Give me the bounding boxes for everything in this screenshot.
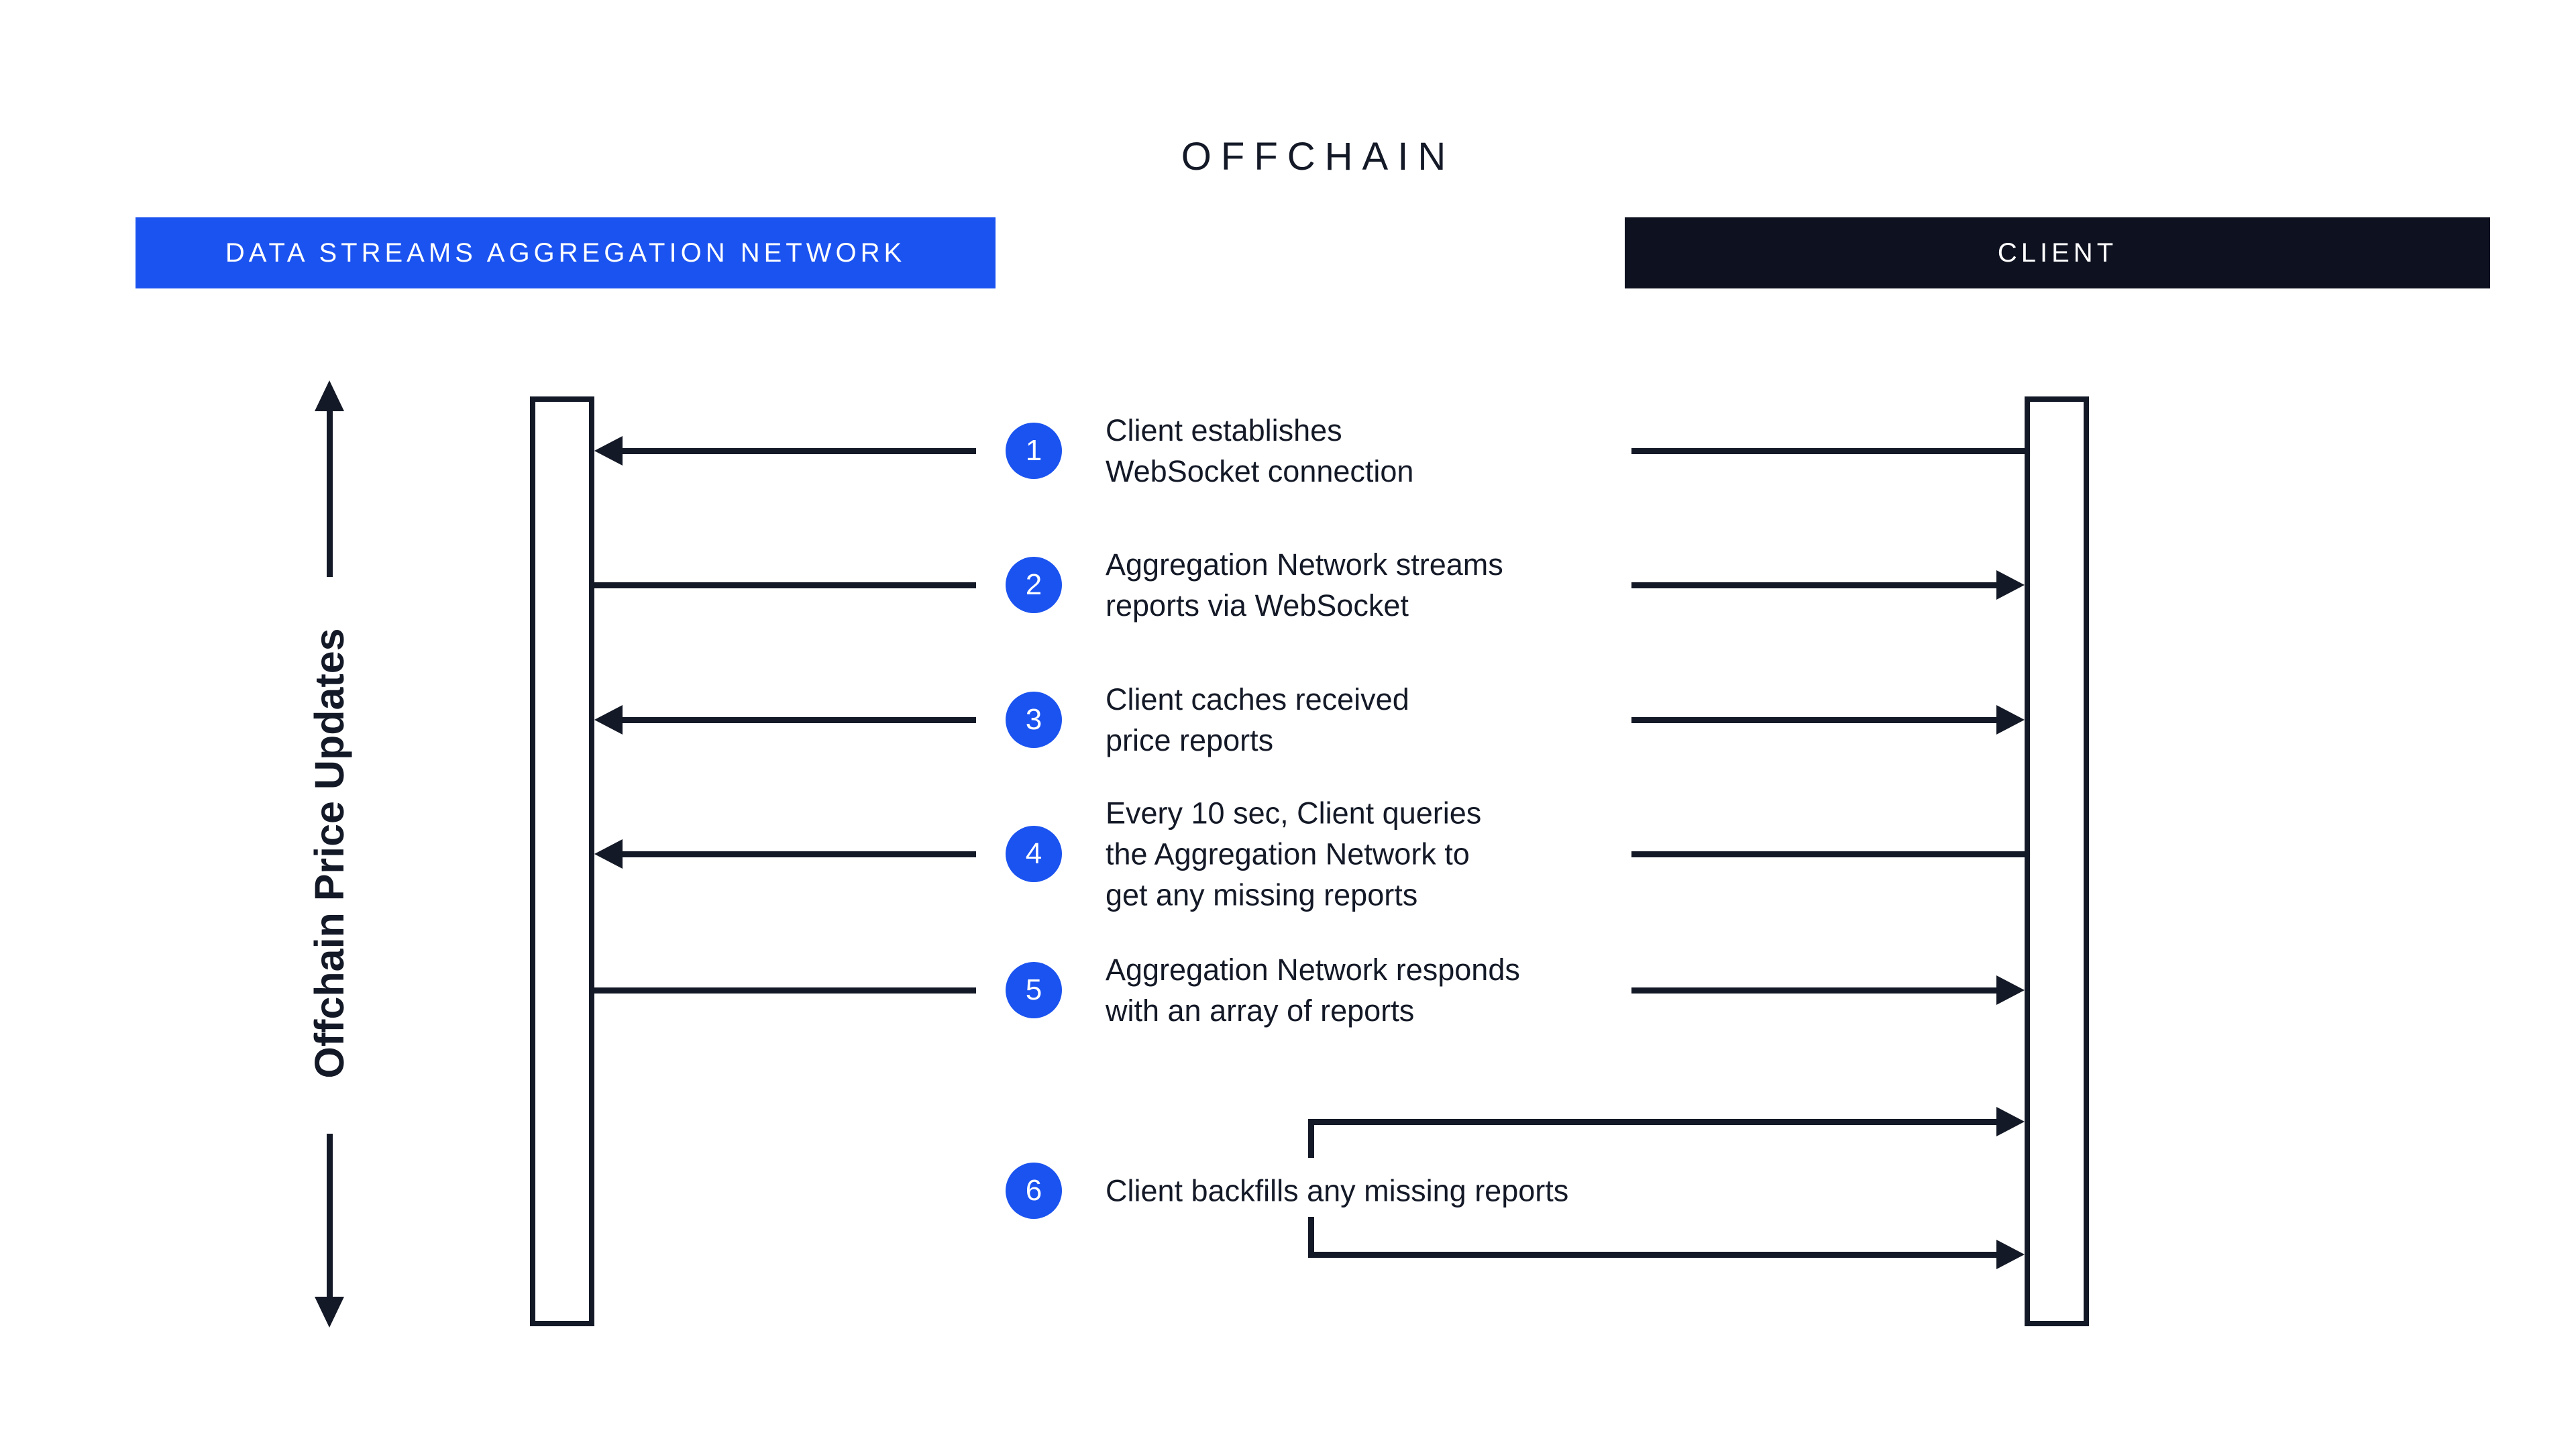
step-number-badge: 3 — [1006, 692, 1062, 748]
step-description-line: Every 10 sec, Client queries — [1106, 796, 1482, 830]
axis-arrow-down-icon — [315, 1297, 344, 1328]
step-description-line: price reports — [1106, 723, 1274, 757]
message-line-from-client — [1631, 851, 2025, 857]
message-line-to-client — [1631, 717, 1996, 723]
step-description: Client caches received price reports — [1106, 679, 1409, 761]
arrowhead-right-icon — [1996, 1107, 2025, 1136]
message-line-to-network — [617, 851, 976, 857]
step-description-line: with an array of reports — [1106, 994, 1415, 1028]
arrowhead-right-icon — [1996, 570, 2025, 600]
step-description: Aggregation Network streams reports via … — [1106, 544, 1503, 626]
step-number-badge: 4 — [1006, 826, 1062, 882]
loop-stub-bottom — [1308, 1217, 1314, 1254]
message-line-to-network — [617, 717, 976, 723]
message-line-loop-bottom — [1308, 1252, 1996, 1258]
step-description: Every 10 sec, Client queries the Aggrega… — [1106, 793, 1481, 916]
step-number-badge: 5 — [1006, 962, 1062, 1018]
axis-arrow-up-icon — [315, 380, 344, 411]
message-line-to-network — [617, 448, 976, 454]
step-description: Client backfills any missing reports — [1106, 1171, 1568, 1212]
message-line-from-network — [594, 987, 976, 994]
step-description-line: the Aggregation Network to — [1106, 837, 1470, 871]
arrowhead-right-icon — [1996, 1240, 2025, 1269]
step-description: Aggregation Network responds with an arr… — [1106, 949, 1520, 1031]
step-description-line: Aggregation Network responds — [1106, 953, 1520, 987]
arrowhead-right-icon — [1996, 705, 2025, 735]
message-line-to-client — [1631, 582, 1996, 588]
axis-arrow-down-shaft — [327, 1134, 333, 1298]
lifeline-client — [2025, 396, 2089, 1326]
loop-stub-top — [1308, 1119, 1314, 1158]
message-line-from-client — [1631, 448, 2025, 454]
step-description-line: get any missing reports — [1106, 877, 1418, 912]
message-line-to-client — [1631, 987, 1996, 994]
step-description-line: Aggregation Network streams — [1106, 547, 1503, 582]
actor-bar-aggregation-network: DATA STREAMS AGGREGATION NETWORK — [136, 217, 996, 288]
step-description: Client establishes WebSocket connection — [1106, 410, 1413, 492]
step-number-badge: 1 — [1006, 423, 1062, 479]
step-description-line: Client backfills any missing reports — [1106, 1173, 1569, 1208]
step-description-line: reports via WebSocket — [1106, 588, 1409, 623]
page-title: OFFCHAIN — [1181, 135, 1456, 178]
step-description-line: Client caches received — [1106, 682, 1409, 716]
step-description-line: WebSocket connection — [1106, 454, 1414, 488]
arrowhead-right-icon — [1996, 975, 2025, 1005]
step-description-line: Client establishes — [1106, 413, 1342, 447]
lifeline-aggregation-network — [530, 396, 594, 1326]
actor-label-aggregation-network: DATA STREAMS AGGREGATION NETWORK — [225, 237, 906, 268]
axis-label: Offchain Price Updates — [307, 628, 352, 1079]
axis-arrow-up-shaft — [327, 408, 333, 577]
step-number-badge: 2 — [1006, 557, 1062, 613]
step-number-badge: 6 — [1006, 1163, 1062, 1219]
message-line-from-network — [594, 582, 976, 588]
actor-label-client: CLIENT — [1997, 237, 2118, 268]
actor-bar-client: CLIENT — [1625, 217, 2490, 288]
message-line-loop-top — [1308, 1119, 1996, 1125]
